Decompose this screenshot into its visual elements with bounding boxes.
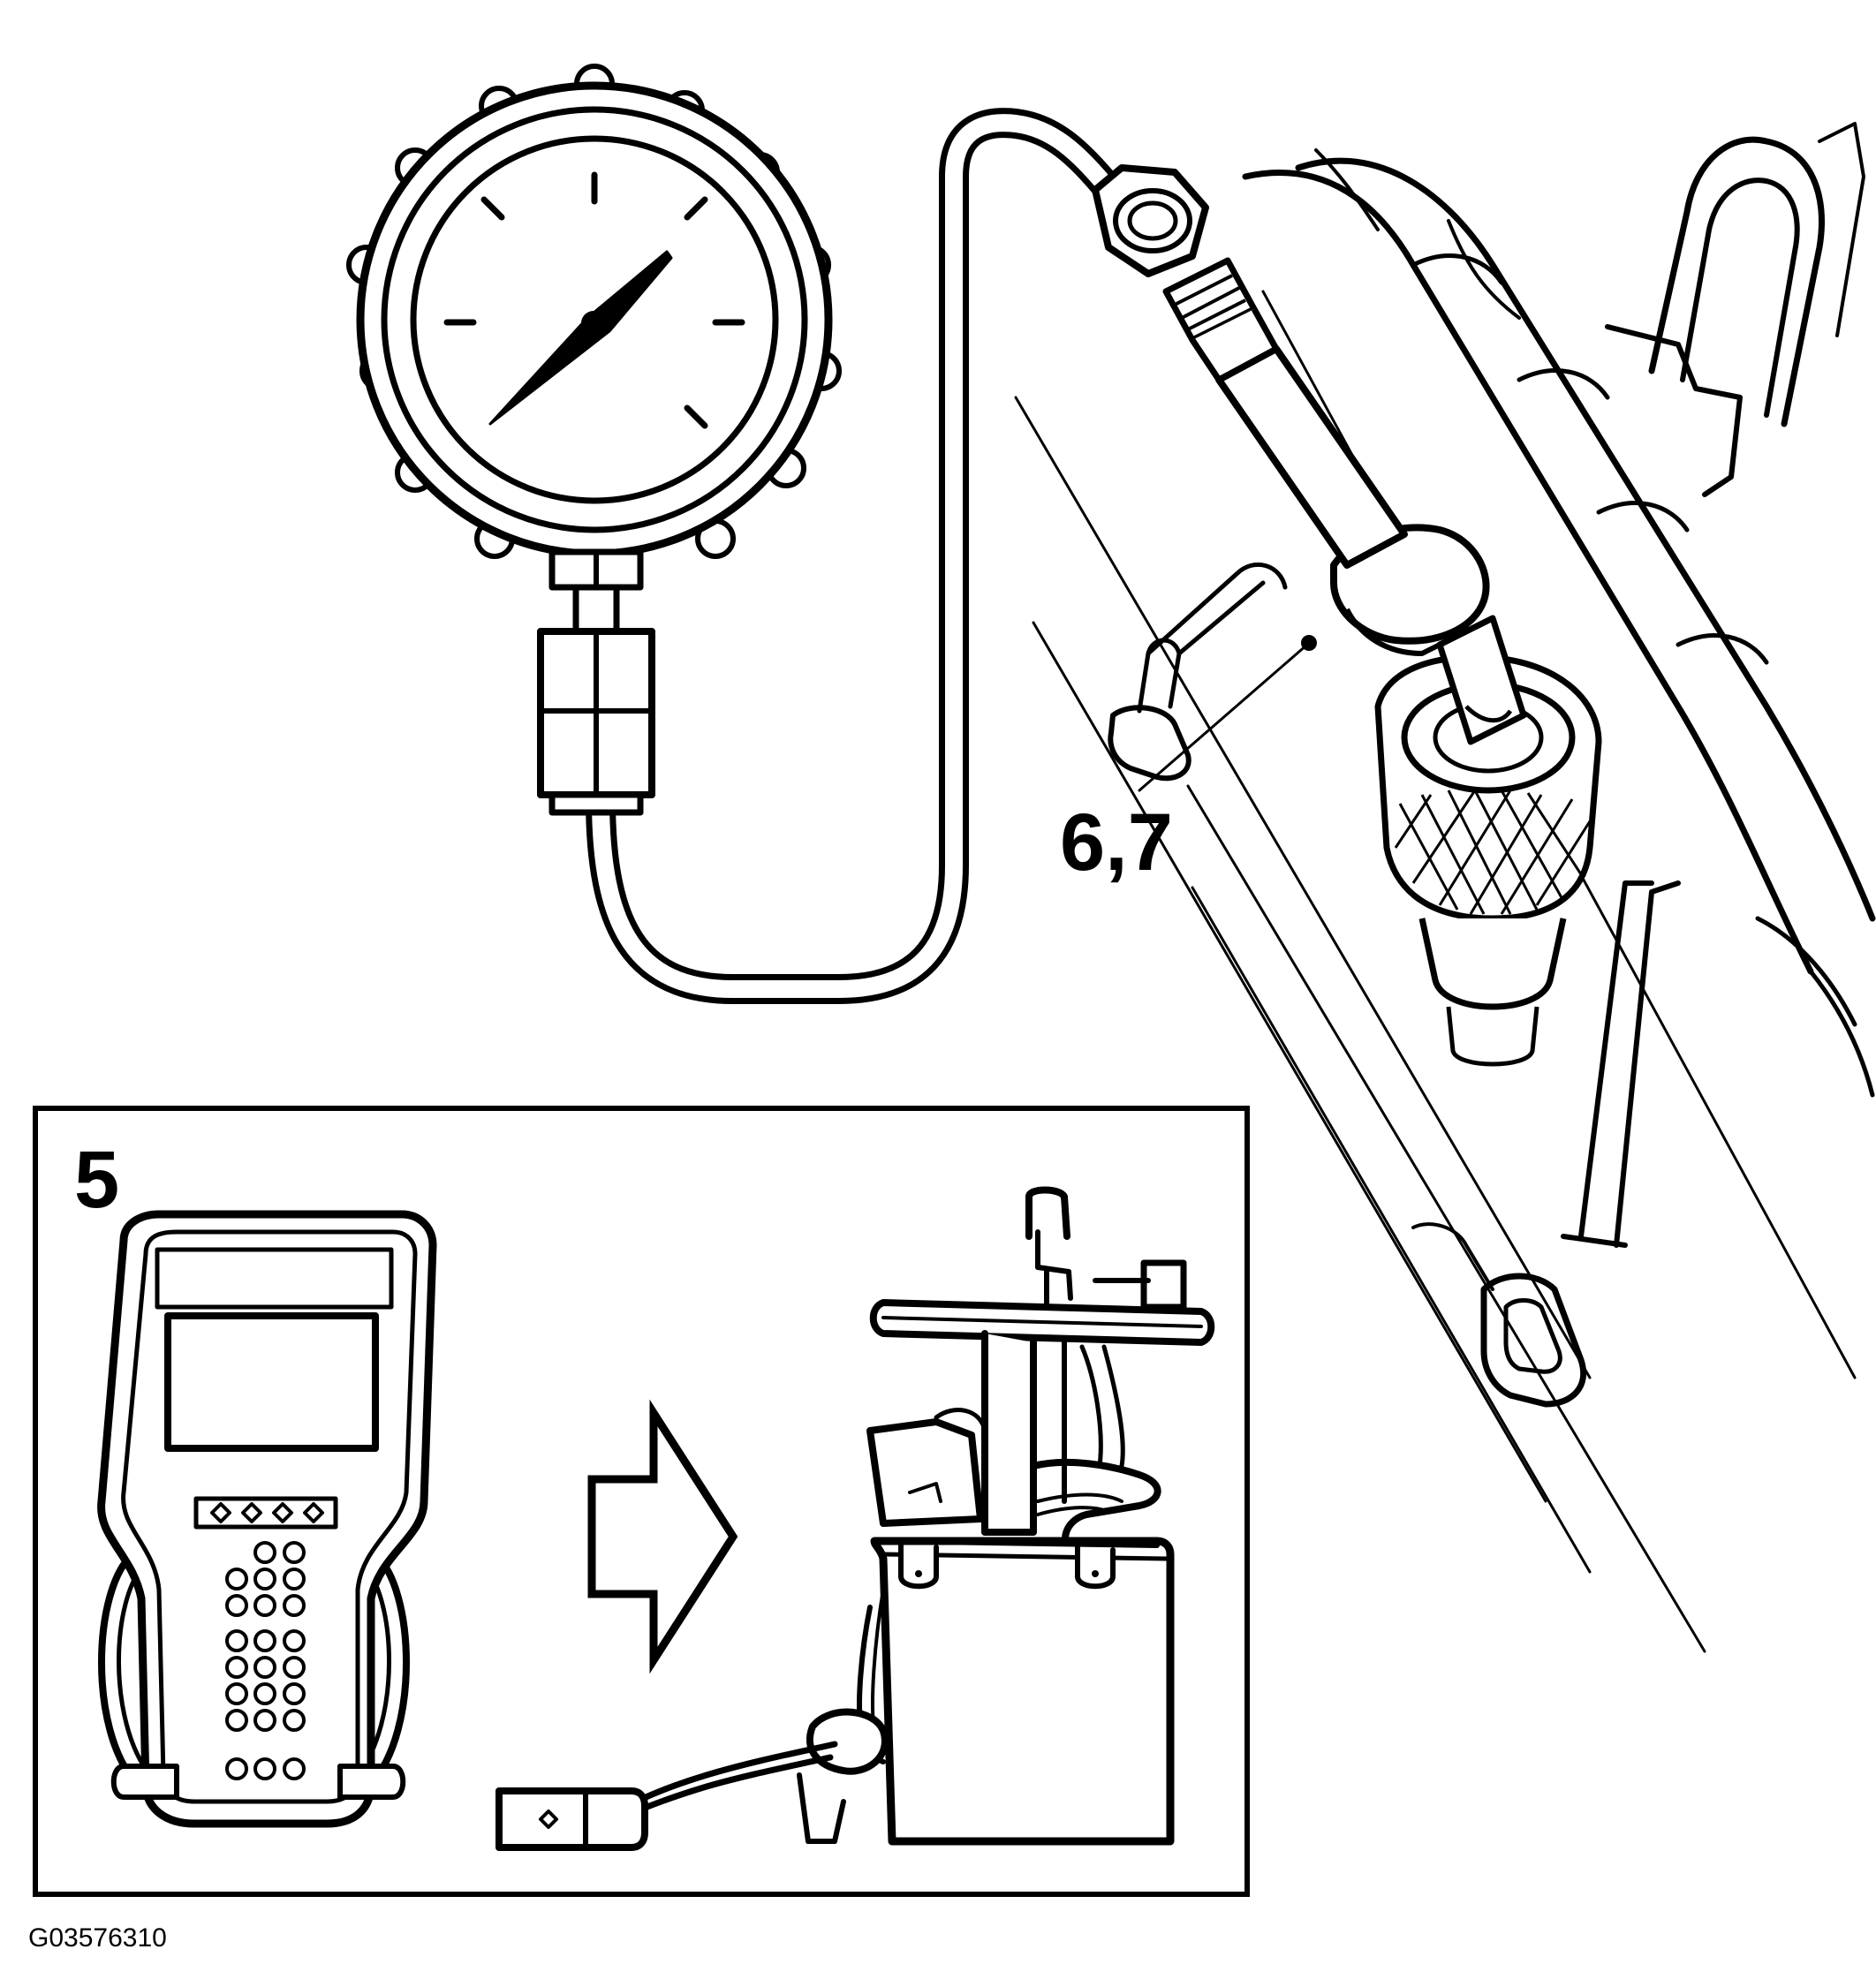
- step-callout-5: 5: [74, 1135, 120, 1225]
- scan-tool-icon: [97, 1210, 437, 1828]
- fuel-pump-module-icon: [495, 1186, 1215, 1851]
- step-callout-6-7: 6,7: [1060, 797, 1173, 888]
- arrow-right-icon: [587, 1399, 738, 1674]
- pressure-gauge-icon: [346, 64, 1209, 1004]
- schrader-valve-adapter: [1162, 257, 1602, 1067]
- figure-id: G03576310: [28, 1923, 167, 1953]
